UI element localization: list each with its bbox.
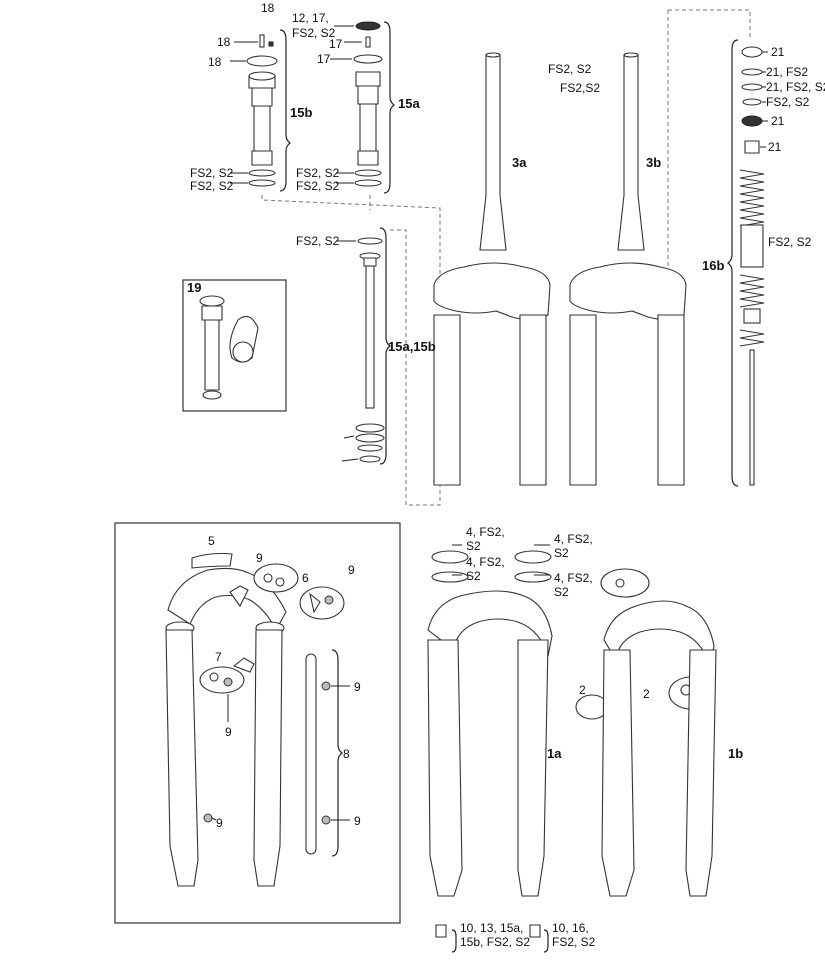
label-15b: 15b [290,105,312,120]
label-4-b-line2: S2 [466,569,481,583]
bracket-16b [727,39,739,487]
label-10-16: 10, 16, [552,921,589,935]
label-9-b: 9 [348,563,355,577]
label-15a-15b: 15a,15b [388,339,436,354]
label-fs2-s2-top-1: FS2, S2 [548,62,592,76]
label-4-a-line2: S2 [466,539,481,553]
label-21-c: 21 [768,140,782,154]
label-4-c-line2: S2 [554,546,569,560]
label-fs2-s2-15b-2: FS2, S2 [190,179,234,193]
label-15a: 15a [398,96,420,111]
damper-cartridge-15b [230,34,278,187]
bracket-15ab [379,227,391,465]
label-fs2-s2-shaft: FS2, S2 [296,234,340,248]
damper-shaft [336,237,385,463]
label-7: 7 [215,650,222,664]
guide-lines [261,9,751,506]
label-8: 8 [343,747,350,761]
label-9-d: 9 [354,680,361,694]
label-2-b: 2 [643,687,650,701]
label-17-cap: 17 [317,52,331,66]
label-4-a: 4, FS2, [466,525,505,539]
lower-leg-1b [575,568,717,897]
label-10-13-15-line2: 15b, FS2, S2 [460,935,530,949]
label-1a: 1a [547,746,562,761]
bracket-10a [451,929,457,953]
label-fs2-s2-top-2: FS2,S2 [560,81,600,95]
labels: 18 18 18 12, 17, FS2, S2 17 17 15b 15a F… [187,1,825,949]
label-2-a: 2 [579,683,586,697]
label-fs2-s2-spring: FS2, S2 [766,95,810,109]
bracket-15a [383,21,395,194]
label-fs2-s2-15a-1: FS2, S2 [296,166,340,180]
label-21-fs2-s2: 21, FS2, S2 [766,80,825,94]
spring-assembly-16b [739,46,768,486]
label-6: 6 [302,571,309,585]
bracket-8 [331,649,343,857]
label-10-16-line2: FS2, S2 [552,935,596,949]
label-21-b: 21 [771,114,785,128]
bracket-15b [279,29,291,192]
label-18-screw: 18 [217,35,231,49]
label-5: 5 [208,534,215,548]
label-19: 19 [187,280,201,295]
label-9-f: 9 [216,816,223,830]
label-21-fs2: 21, FS2 [766,65,808,79]
label-3a: 3a [512,155,527,170]
bracket-10b [543,929,549,953]
label-12-17: 12, 17, [292,11,329,25]
label-3b: 3b [646,155,661,170]
crown-steerer-3a [433,52,551,486]
damper-cartridge-15a [330,21,383,187]
crown-steerer-3b [569,52,687,486]
label-fs2-s2-spacer: FS2, S2 [768,235,812,249]
label-9-e: 9 [354,814,361,828]
label-9-c: 9 [225,725,232,739]
remote-assembly-box [182,279,287,412]
label-18-top: 18 [261,1,275,15]
seal-leaders [452,544,550,576]
lower-leg-1a [427,550,553,938]
label-12-17-line2: FS2, S2 [292,26,336,40]
label-9-a: 9 [256,551,263,565]
label-21-a: 21 [771,45,785,59]
label-fs2-s2-15a-2: FS2, S2 [296,179,340,193]
label-17-screw: 17 [329,37,343,51]
label-4-b: 4, FS2, [466,555,505,569]
label-fs2-s2-15b-1: FS2, S2 [190,166,234,180]
label-4-d-line2: S2 [554,585,569,599]
label-16b: 16b [702,258,724,273]
label-4-d: 4, FS2, [554,571,593,585]
label-4-c: 4, FS2, [554,532,593,546]
label-18-cap: 18 [208,55,222,69]
label-1b: 1b [728,746,743,761]
label-10-13-15: 10, 13, 15a, [460,921,523,935]
lower-leg-detail-box [114,522,401,924]
